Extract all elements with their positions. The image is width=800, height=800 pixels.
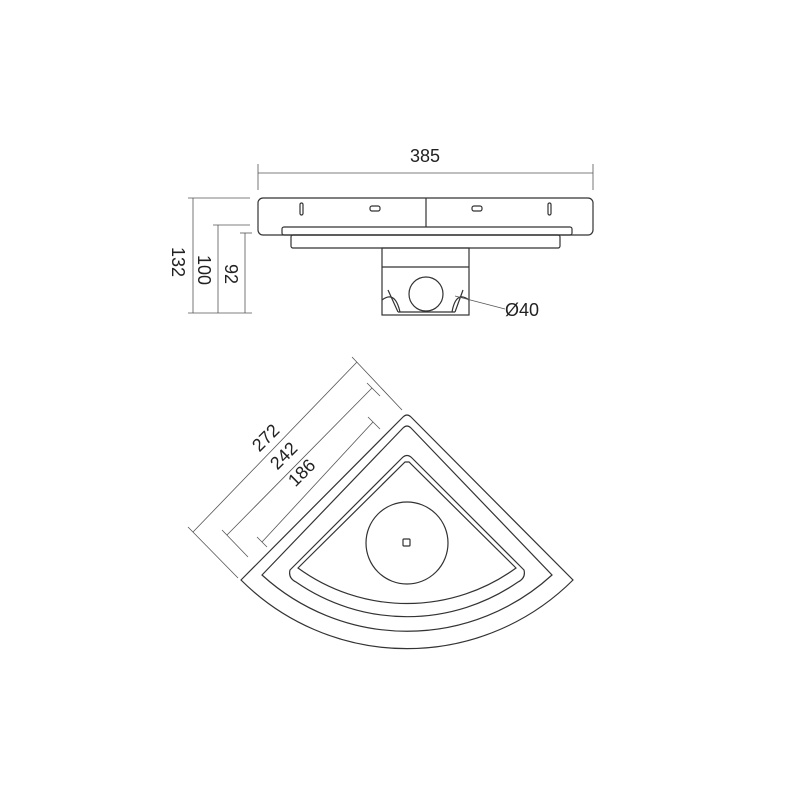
height-label-92: 92 xyxy=(221,264,241,284)
leader-line xyxy=(454,295,506,310)
plan-view: 272 242 186 xyxy=(187,356,574,650)
height-dimensions: 132 100 92 xyxy=(168,197,252,314)
shelf-side-profile xyxy=(257,197,594,316)
top-view: 385 132 100 92 xyxy=(168,146,594,320)
corner-shelf-plan xyxy=(240,414,574,650)
pipe-label: Ø40 xyxy=(505,300,539,320)
height-label-100: 100 xyxy=(194,255,214,285)
drain-center xyxy=(402,538,411,547)
width-label: 385 xyxy=(410,146,440,166)
plan-dimensions: 272 242 186 xyxy=(187,356,403,579)
height-label-132: 132 xyxy=(168,247,188,277)
width-dimension: 385 xyxy=(257,146,594,190)
pipe-outlet xyxy=(408,276,444,312)
drain-cover xyxy=(365,501,449,585)
